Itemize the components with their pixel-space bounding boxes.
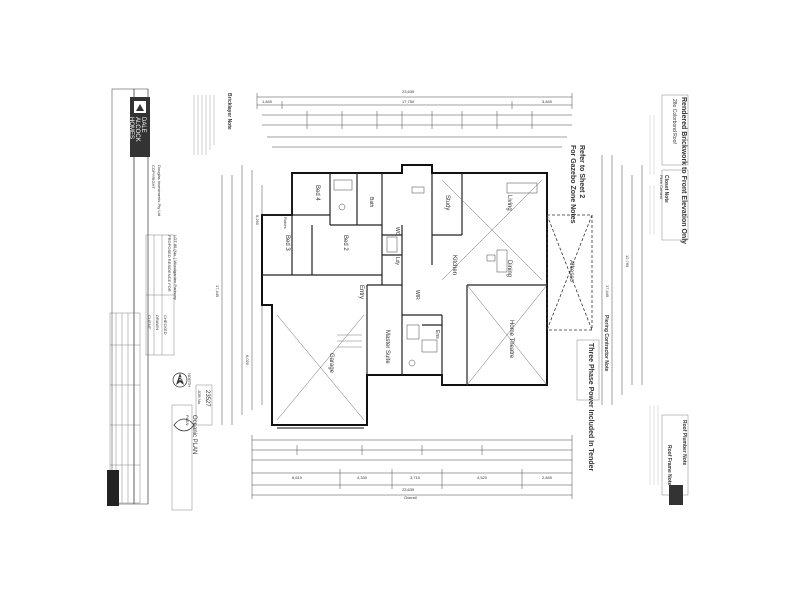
- room-bath: Bath: [368, 197, 374, 208]
- dim-bottom-right: 2,840: [542, 475, 553, 480]
- roof-plumber-note: Roof Plumber Note: [681, 420, 687, 466]
- three-phase-note: Three Phase Power Included In Tender: [587, 343, 594, 472]
- colorbond-roof-note: 28o Colorbond Roof: [671, 99, 677, 144]
- room-wc: WC: [394, 227, 400, 236]
- bottom-dimension-lines: [252, 439, 572, 496]
- dim-bottom-theatre: 4,520: [477, 475, 488, 480]
- dim-left-depth: 17,449: [215, 285, 220, 298]
- alfresco-outline: [546, 214, 593, 331]
- oceanic-logo: [173, 418, 195, 432]
- rendered-brickwork-note: Rendered Brickwork to Front Elevation On…: [680, 97, 687, 245]
- north-label: NORTH: [187, 373, 192, 388]
- lot-address: LOT 85 (No. ) Woodgarden Parkway: [173, 235, 178, 300]
- brand-name-line1: DALE: [140, 117, 146, 133]
- room-entry: Entry: [358, 285, 364, 300]
- room-wir: WIR: [414, 290, 420, 300]
- gazebo-zone-note: For Gazebo Zone Notes: [569, 145, 576, 224]
- job-no-value: 23527: [204, 390, 210, 407]
- dim-mid-9290: 9,290: [255, 215, 260, 226]
- copyright-label: COPYRIGHT: [151, 165, 156, 189]
- north-arrow: [172, 372, 188, 388]
- dim-bottom-master: 4,330: [357, 475, 368, 480]
- dim-top-right: 3,840: [542, 99, 553, 104]
- bricklayer-note-lines: [193, 95, 215, 155]
- client-label: CLIENT: [147, 315, 152, 330]
- interior-walls: [262, 173, 547, 385]
- room-master-suite: Master Suite: [384, 330, 390, 364]
- room-study: Study: [444, 195, 450, 211]
- dim-bottom-overall: 23,630: [402, 487, 415, 492]
- dim-bottom-ens: 3,710: [410, 475, 421, 480]
- garage-hatch: [337, 334, 362, 348]
- garage-crosses: [276, 179, 548, 421]
- left-dimension-lines: [221, 165, 263, 425]
- refer-sheet-note: Refer to Sheet 2: [578, 145, 585, 199]
- dim-bottom-overall-label: Overall: [404, 495, 417, 500]
- job-number-box: [107, 470, 119, 506]
- room-ldy: Ldy: [394, 257, 400, 266]
- building-outline: [261, 164, 548, 426]
- room-kitchen: Kitchen: [451, 255, 457, 276]
- bricklayer-note: Bricklayer Note: [226, 93, 232, 130]
- north-marker: N: [177, 377, 183, 381]
- right-note-lines: [649, 115, 659, 485]
- drawn-label: DRAWN: [155, 315, 160, 330]
- checked-label: CHECKED: [163, 315, 168, 335]
- copyright-owner: Douglas Investments Pty Ltd: [157, 165, 162, 216]
- piering-contractor-note: Piering Contractor Note: [603, 315, 609, 372]
- fibre-cement-note: Fibre Cement: [659, 175, 664, 200]
- plan-ref-label: PLAN: [185, 415, 190, 426]
- dim-right-depth: 17,449: [605, 285, 610, 298]
- plan-sheet: DALE ALCOCK HOMES COPYRIGHT Douglas Inve…: [102, 85, 698, 515]
- dim-top-overall: 23,630: [402, 89, 415, 94]
- room-bed4: Bed 4: [314, 185, 320, 201]
- bottom-dimension-ticks: [251, 435, 573, 499]
- fixtures: [333, 179, 538, 367]
- top-dimension-ticks: [256, 93, 573, 129]
- room-dining: Dining: [506, 260, 512, 278]
- dim-bottom-garage: 6,610: [292, 475, 303, 480]
- roof-frame-note: Roof Frame Note: [666, 445, 672, 486]
- room-home-theatre: Home Theatre: [508, 320, 514, 359]
- room-living: Living: [506, 195, 512, 211]
- dim-top-mid: 17,750: [402, 99, 415, 104]
- room-bed2: Bed 2: [342, 235, 348, 251]
- brand-name-line2: ALCOCK: [134, 117, 140, 142]
- floor-plan-drawing: [107, 88, 689, 511]
- dim-garage-6020: 6,020: [245, 355, 250, 366]
- plan-info-block: [171, 384, 213, 511]
- client-table: [145, 234, 175, 356]
- brand-name-line3: HOMES: [128, 117, 134, 140]
- room-alfresco: Alfresco: [568, 260, 574, 282]
- dim-right-12769: 12,769: [625, 255, 630, 268]
- room-ens: Ens: [434, 330, 440, 339]
- job-no-label: JOB No.: [197, 390, 202, 406]
- badge-box: [669, 485, 683, 505]
- room-garage: Garage: [328, 353, 334, 374]
- oceanic-plan-name: Oceanic PLAN: [191, 415, 197, 455]
- drawing-title: PROPOSED RESIDENCE FOR: [167, 235, 172, 292]
- room-bed3: Bed 3: [284, 235, 290, 251]
- room-robes: Robes: [283, 217, 288, 229]
- right-dimension-lines: [601, 155, 643, 405]
- top-dimension-lines: [257, 96, 572, 148]
- dim-top-left: 1,840: [262, 99, 273, 104]
